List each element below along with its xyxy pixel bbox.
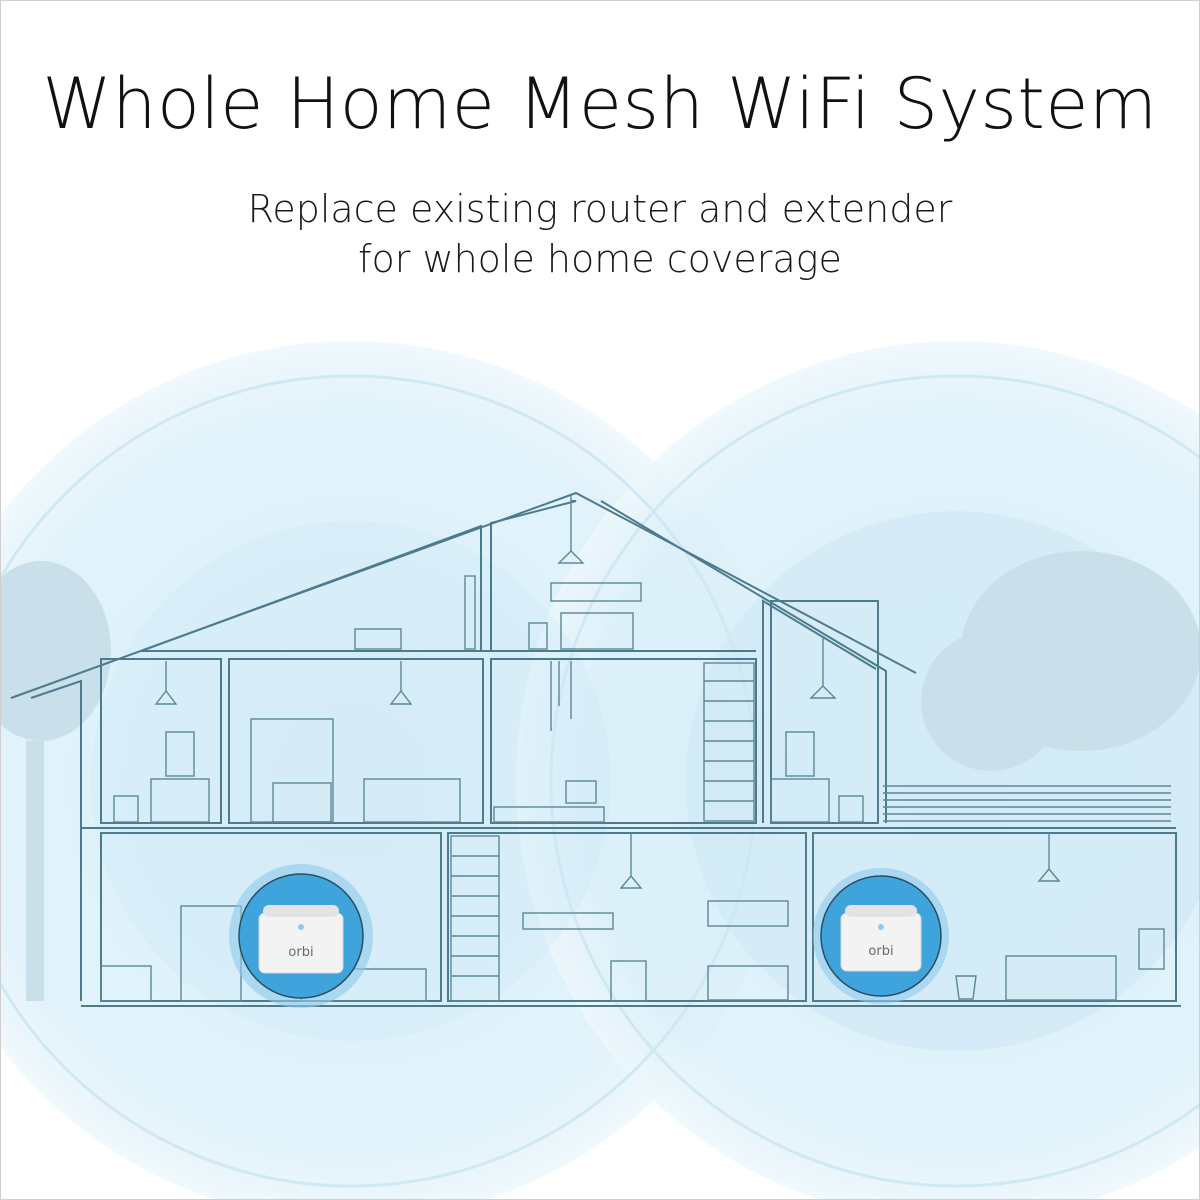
satellite-brand-label: orbi [868,944,893,959]
house-outline [10,491,1181,1007]
furniture [100,575,1165,1002]
subtitle-line-2: for whole home coverage [358,237,842,281]
tree-left [1,561,111,1001]
satellite-device: orbi [813,868,949,1004]
tree-right [921,551,1199,771]
subtitle-line-1: Replace existing router and extender [247,187,953,231]
pendant-lamps [154,496,1061,889]
page-title: Whole Home Mesh WiFi System [42,63,1158,145]
router-device: orbi [229,864,373,1008]
router-brand-label: orbi [288,945,313,960]
